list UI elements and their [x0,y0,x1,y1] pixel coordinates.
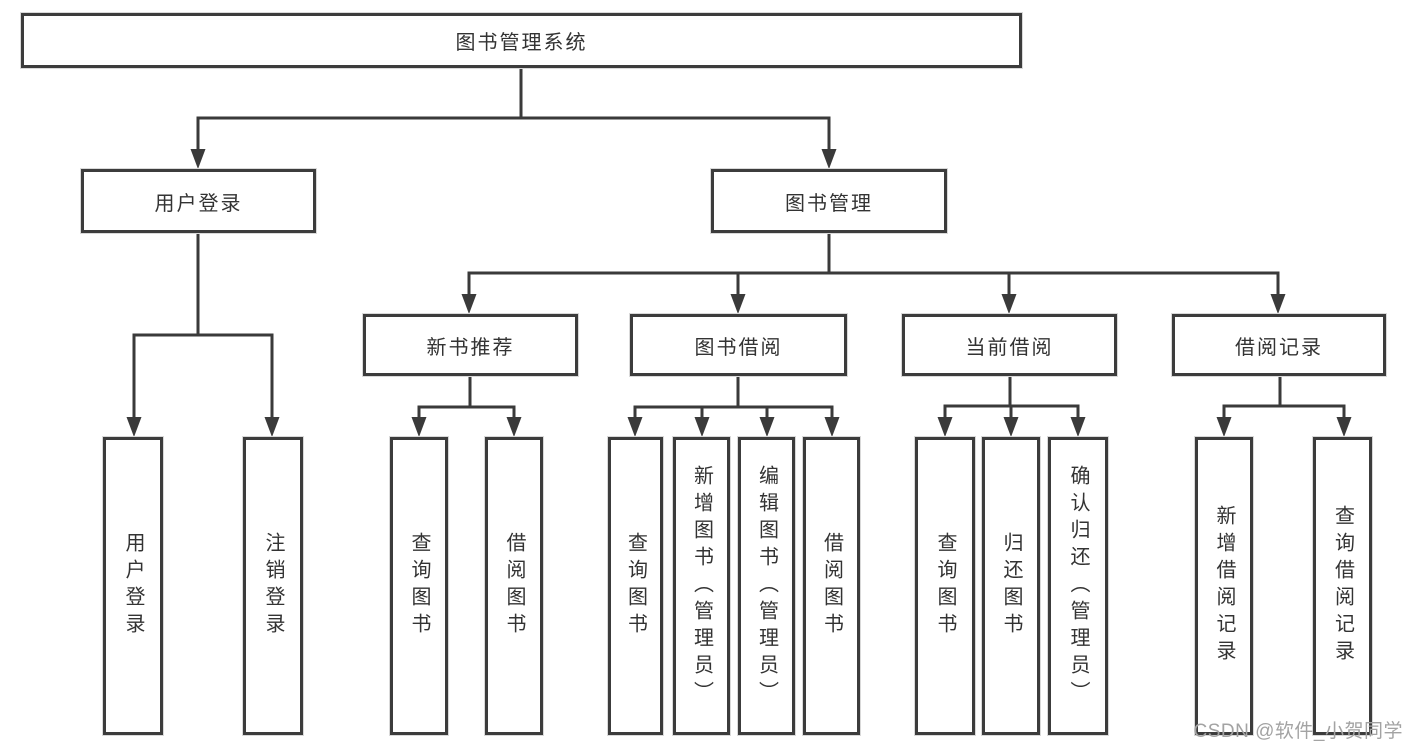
arrowhead-down-icon [730,294,746,314]
node-label-current-borrow: 当前借阅 [965,336,1054,359]
connector-user-login [126,233,280,437]
arrowhead-down-icon [1336,417,1352,437]
node-user-login: 用户登录 [81,169,316,233]
node-label-leaf-br-query: 查询借阅记录 [1331,505,1354,667]
node-leaf-cb-return: 归还图书 [982,437,1040,735]
connector-root [190,68,837,169]
node-leaf-user-login: 用户登录 [103,437,163,735]
arrowhead-down-icon [1070,417,1086,437]
node-label-leaf-bb-borrow: 借阅图书 [820,532,843,640]
node-leaf-br-add: 新增借阅记录 [1195,437,1253,735]
node-leaf-nb-query: 查询图书 [390,437,448,735]
node-book-mgmt: 图书管理 [711,169,947,233]
arrowhead-down-icon [506,417,522,437]
node-label-leaf-br-add: 新增借阅记录 [1213,505,1235,667]
node-label-leaf-nb-query: 查询图书 [408,532,430,640]
arrowhead-down-icon [937,417,953,437]
connector-book-borrow [627,376,840,437]
node-leaf-bb-borrow: 借阅图书 [803,437,860,735]
node-leaf-cb-confirm: 确认归还（管理员） [1048,437,1108,735]
arrowhead-down-icon [824,417,840,437]
watermark: CSDN @软件_小贺同学 [1193,721,1403,742]
node-label-leaf-nb-borrow: 借阅图书 [503,532,525,640]
node-label-leaf-bb-query: 查询图书 [624,532,647,640]
connector-current-borrow [937,376,1086,437]
node-new-books: 新书推荐 [363,314,578,376]
node-current-borrow: 当前借阅 [902,314,1117,376]
node-label-leaf-logout: 注销登录 [262,532,284,640]
node-label-leaf-cb-confirm: 确认归还（管理员） [1067,464,1089,708]
node-label-leaf-cb-return: 归还图书 [1000,532,1022,640]
node-label-leaf-bb-add: 新增图书（管理员） [690,464,713,708]
node-leaf-bb-add: 新增图书（管理员） [673,437,730,735]
node-label-borrow-records: 借阅记录 [1235,336,1323,359]
arrowhead-down-icon [694,417,710,437]
node-label-leaf-bb-edit: 编辑图书（管理员） [755,464,778,708]
node-leaf-nb-borrow: 借阅图书 [485,437,543,735]
node-book-borrow: 图书借阅 [630,314,847,376]
arrowhead-down-icon [190,149,206,169]
arrowhead-down-icon [821,149,837,169]
node-leaf-br-query: 查询借阅记录 [1313,437,1372,735]
arrowhead-down-icon [461,294,477,314]
arrowhead-down-icon [126,417,142,437]
connector-book-mgmt [461,233,1286,314]
node-label-book-mgmt: 图书管理 [785,192,873,215]
connector-new-books [411,376,522,437]
node-label-new-books: 新书推荐 [426,336,515,359]
arrowhead-down-icon [627,417,643,437]
connector-borrow-records [1216,376,1352,437]
arrowhead-down-icon [411,417,427,437]
node-label-leaf-cb-query: 查询图书 [934,532,956,640]
arrowhead-down-icon [264,417,280,437]
node-label-leaf-user-login: 用户登录 [122,532,144,640]
node-leaf-bb-edit: 编辑图书（管理员） [738,437,795,735]
arrowhead-down-icon [1001,294,1017,314]
node-label-user-login: 用户登录 [154,192,243,215]
node-label-root: 图书管理系统 [455,32,588,54]
arrowhead-down-icon [1216,417,1232,437]
node-label-book-borrow: 图书借阅 [694,336,783,359]
node-leaf-cb-query: 查询图书 [915,437,975,735]
node-root: 图书管理系统 [21,13,1022,68]
arrowhead-down-icon [759,417,775,437]
node-borrow-records: 借阅记录 [1172,314,1386,376]
node-leaf-bb-query: 查询图书 [608,437,663,735]
arrowhead-down-icon [1270,294,1286,314]
arrowhead-down-icon [1003,417,1019,437]
node-leaf-logout: 注销登录 [243,437,303,735]
